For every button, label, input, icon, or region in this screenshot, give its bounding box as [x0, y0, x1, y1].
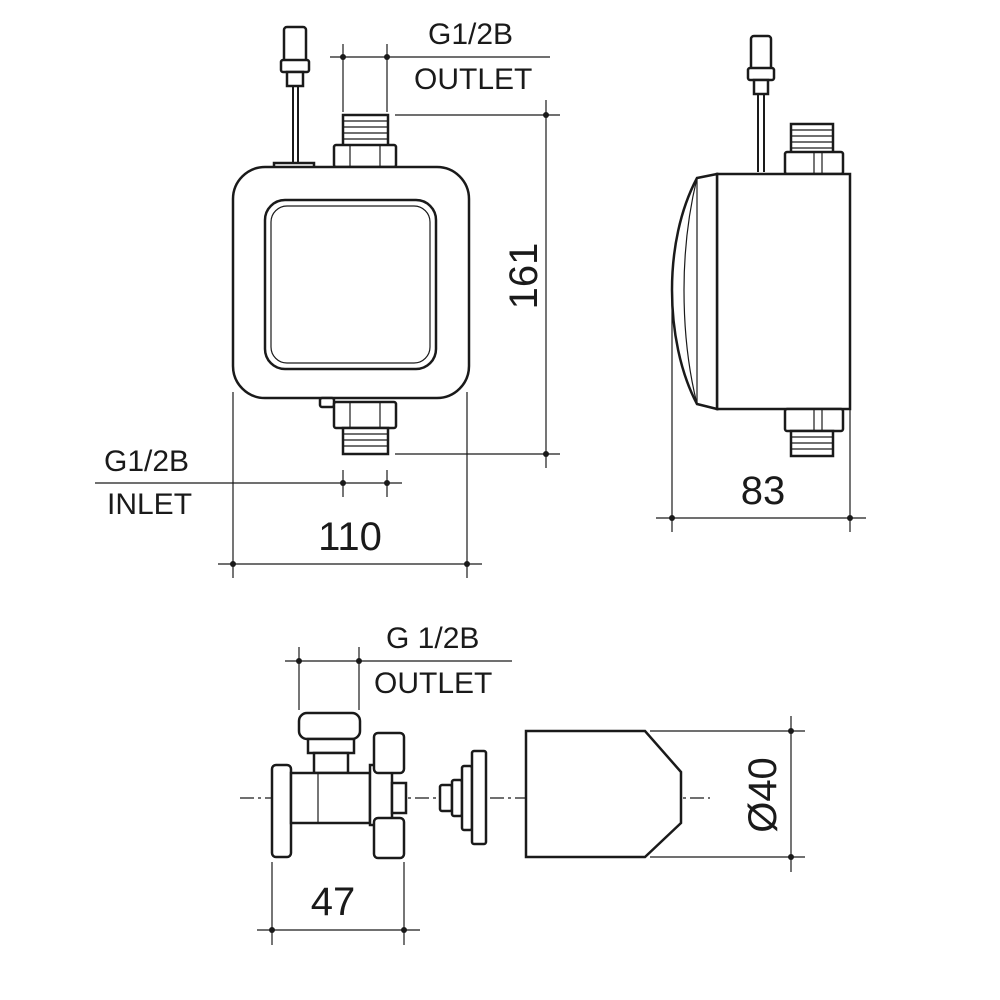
valve-diameter-label: Ø40	[741, 757, 785, 833]
front-outlet-label: OUTLET	[414, 63, 532, 96]
side-outlet-fitting	[783, 122, 845, 176]
front-width-dimension: 110	[218, 392, 482, 578]
front-view: G1/2B OUTLET 161 G1/2B INLET	[95, 18, 560, 578]
valve-length-dimension: 47	[257, 862, 420, 945]
valve-view: G 1/2B OUTLET 47 Ø40	[240, 622, 805, 945]
side-cable-connector	[746, 34, 776, 172]
valve-outlet-thread-label: G 1/2B	[386, 622, 479, 655]
side-depth-dimension: 83	[656, 300, 866, 532]
side-front-cover	[670, 172, 719, 411]
front-height-label: 161	[502, 243, 546, 310]
front-height-dimension: 161	[395, 100, 560, 468]
side-inlet-fitting	[783, 407, 845, 458]
side-housing	[715, 172, 852, 411]
front-width-label: 110	[318, 515, 382, 559]
front-inlet-thread-label: G1/2B	[104, 445, 189, 478]
front-inlet-fitting	[318, 396, 398, 456]
front-outlet-dimension: G1/2B OUTLET	[330, 18, 550, 112]
front-cable-connector	[272, 25, 316, 171]
valve-cap	[524, 729, 683, 859]
front-outlet-fitting	[332, 113, 398, 169]
valve-cartridge	[438, 749, 488, 846]
valve-body	[270, 711, 408, 860]
front-outlet-thread-label: G1/2B	[428, 18, 513, 51]
valve-outlet-label: OUTLET	[374, 667, 492, 700]
valve-outlet-dimension: G 1/2B OUTLET	[285, 622, 512, 710]
valve-length-label: 47	[311, 880, 356, 924]
valve-diameter-dimension: Ø40	[650, 716, 805, 872]
front-inlet-dimension: G1/2B INLET	[95, 445, 402, 521]
front-inlet-label: INLET	[107, 488, 192, 521]
side-view: 83	[656, 34, 866, 532]
front-sensor-window	[263, 198, 438, 371]
side-depth-label: 83	[741, 469, 786, 513]
